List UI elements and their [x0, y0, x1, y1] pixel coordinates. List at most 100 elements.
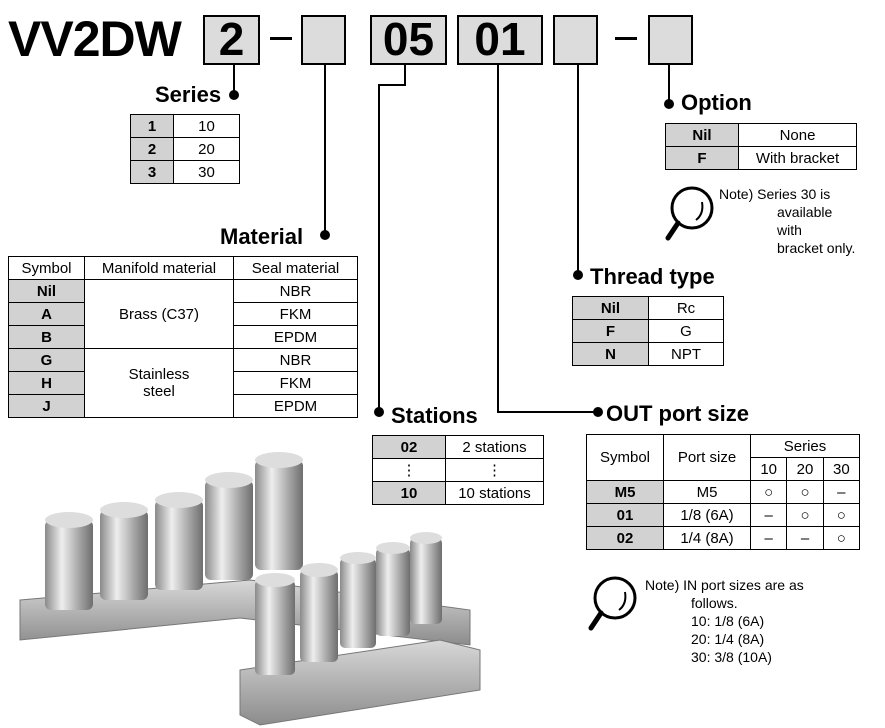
series-symbol: 2 [130, 137, 174, 161]
availability: – [786, 526, 824, 550]
series-symbol: 3 [130, 160, 174, 184]
note-line: available with [777, 204, 833, 238]
out-port-note: Note) IN port sizes are as follows. 10: … [645, 576, 875, 666]
thread-value: NPT [648, 342, 724, 366]
dash-1 [270, 37, 292, 40]
seal-material: FKM [233, 371, 358, 395]
magnifier-icon [665, 186, 714, 241]
series-code-box: 2 [203, 15, 260, 65]
series-title: Series [155, 82, 222, 107]
magnifier-icon [588, 576, 637, 631]
option-note: Note) Series 30 is available with bracke… [719, 185, 859, 257]
seal-material: EPDM [233, 394, 358, 418]
table-row: H FKM [8, 371, 358, 395]
series-value: 30 [173, 160, 240, 184]
header-symbol: Symbol [8, 256, 85, 280]
port-symbol: 02 [586, 526, 664, 550]
note-line: 20: 1/4 (8A) [691, 631, 765, 647]
option-title: Option [681, 90, 752, 115]
material-table: Symbol Manifold material Seal material N… [8, 256, 358, 418]
port-code-box: 01 [457, 15, 543, 65]
header-manifold: Manifold material [84, 256, 234, 280]
port-symbol: 01 [586, 503, 664, 527]
thread-title: Thread type [590, 264, 715, 289]
header-symbol: Symbol [586, 434, 664, 481]
table-row: Symbol Port size Series [586, 434, 860, 481]
availability: ○ [786, 480, 824, 504]
table-row: ⋮⋮ [372, 458, 544, 482]
out-port-title: OUT port size [606, 401, 750, 426]
manifold-stainless: Stainless steel [84, 348, 234, 418]
thread-value: G [648, 319, 724, 343]
note-line: 10: 1/8 (6A) [691, 613, 765, 629]
note-line: Note) Series 30 is [719, 186, 831, 202]
availability: – [822, 480, 861, 504]
option-value: None [738, 123, 857, 147]
thread-value: Rc [648, 296, 724, 320]
header-series-col: 20 [786, 457, 824, 481]
material-symbol: B [8, 325, 85, 349]
thread-symbol: Nil [572, 296, 649, 320]
material-symbol: A [8, 302, 85, 326]
availability: – [749, 526, 788, 550]
material-symbol: G [8, 348, 85, 372]
note-line: follows. [691, 595, 738, 611]
seal-material: EPDM [233, 325, 358, 349]
series-value: 10 [173, 114, 240, 138]
series-symbol: 1 [130, 114, 174, 138]
header-series: Series [750, 434, 860, 458]
material-symbol: Nil [8, 279, 85, 303]
header-series-col: 10 [749, 457, 788, 481]
header-port-size: Port size [663, 434, 751, 481]
material-symbol: J [8, 394, 85, 418]
option-symbol: Nil [665, 123, 739, 147]
port-size: 1/4 (8A) [663, 526, 751, 550]
availability: ○ [786, 503, 824, 527]
availability: ○ [749, 480, 788, 504]
port-size: M5 [663, 480, 751, 504]
thread-symbol: F [572, 319, 649, 343]
seal-material: NBR [233, 348, 358, 372]
header-seal: Seal material [233, 256, 358, 280]
stations-symbol: ⋮ [372, 458, 446, 482]
stations-symbol: 02 [372, 435, 446, 459]
note-line: bracket only. [777, 240, 856, 256]
option-value: With bracket [738, 146, 857, 170]
availability: ○ [822, 503, 861, 527]
thread-symbol: N [572, 342, 649, 366]
availability: ○ [822, 526, 861, 550]
stations-title: Stations [391, 403, 478, 428]
table-row: J EPDM [8, 394, 358, 418]
seal-material: NBR [233, 279, 358, 303]
material-symbol: H [8, 371, 85, 395]
stations-value: 10 stations [445, 481, 544, 505]
table-row: Symbol Manifold material Seal material [8, 256, 358, 280]
table-row: B EPDM [8, 325, 358, 349]
stations-value: ⋮ [445, 458, 544, 482]
header-series-col: 30 [822, 457, 861, 481]
manifold-brass: Brass (C37) [84, 279, 234, 349]
stations-code-box: 05 [370, 15, 447, 65]
port-size: 1/8 (6A) [663, 503, 751, 527]
material-code-box [301, 15, 346, 65]
option-symbol: F [665, 146, 739, 170]
model-prefix: VV2DW [8, 11, 182, 67]
